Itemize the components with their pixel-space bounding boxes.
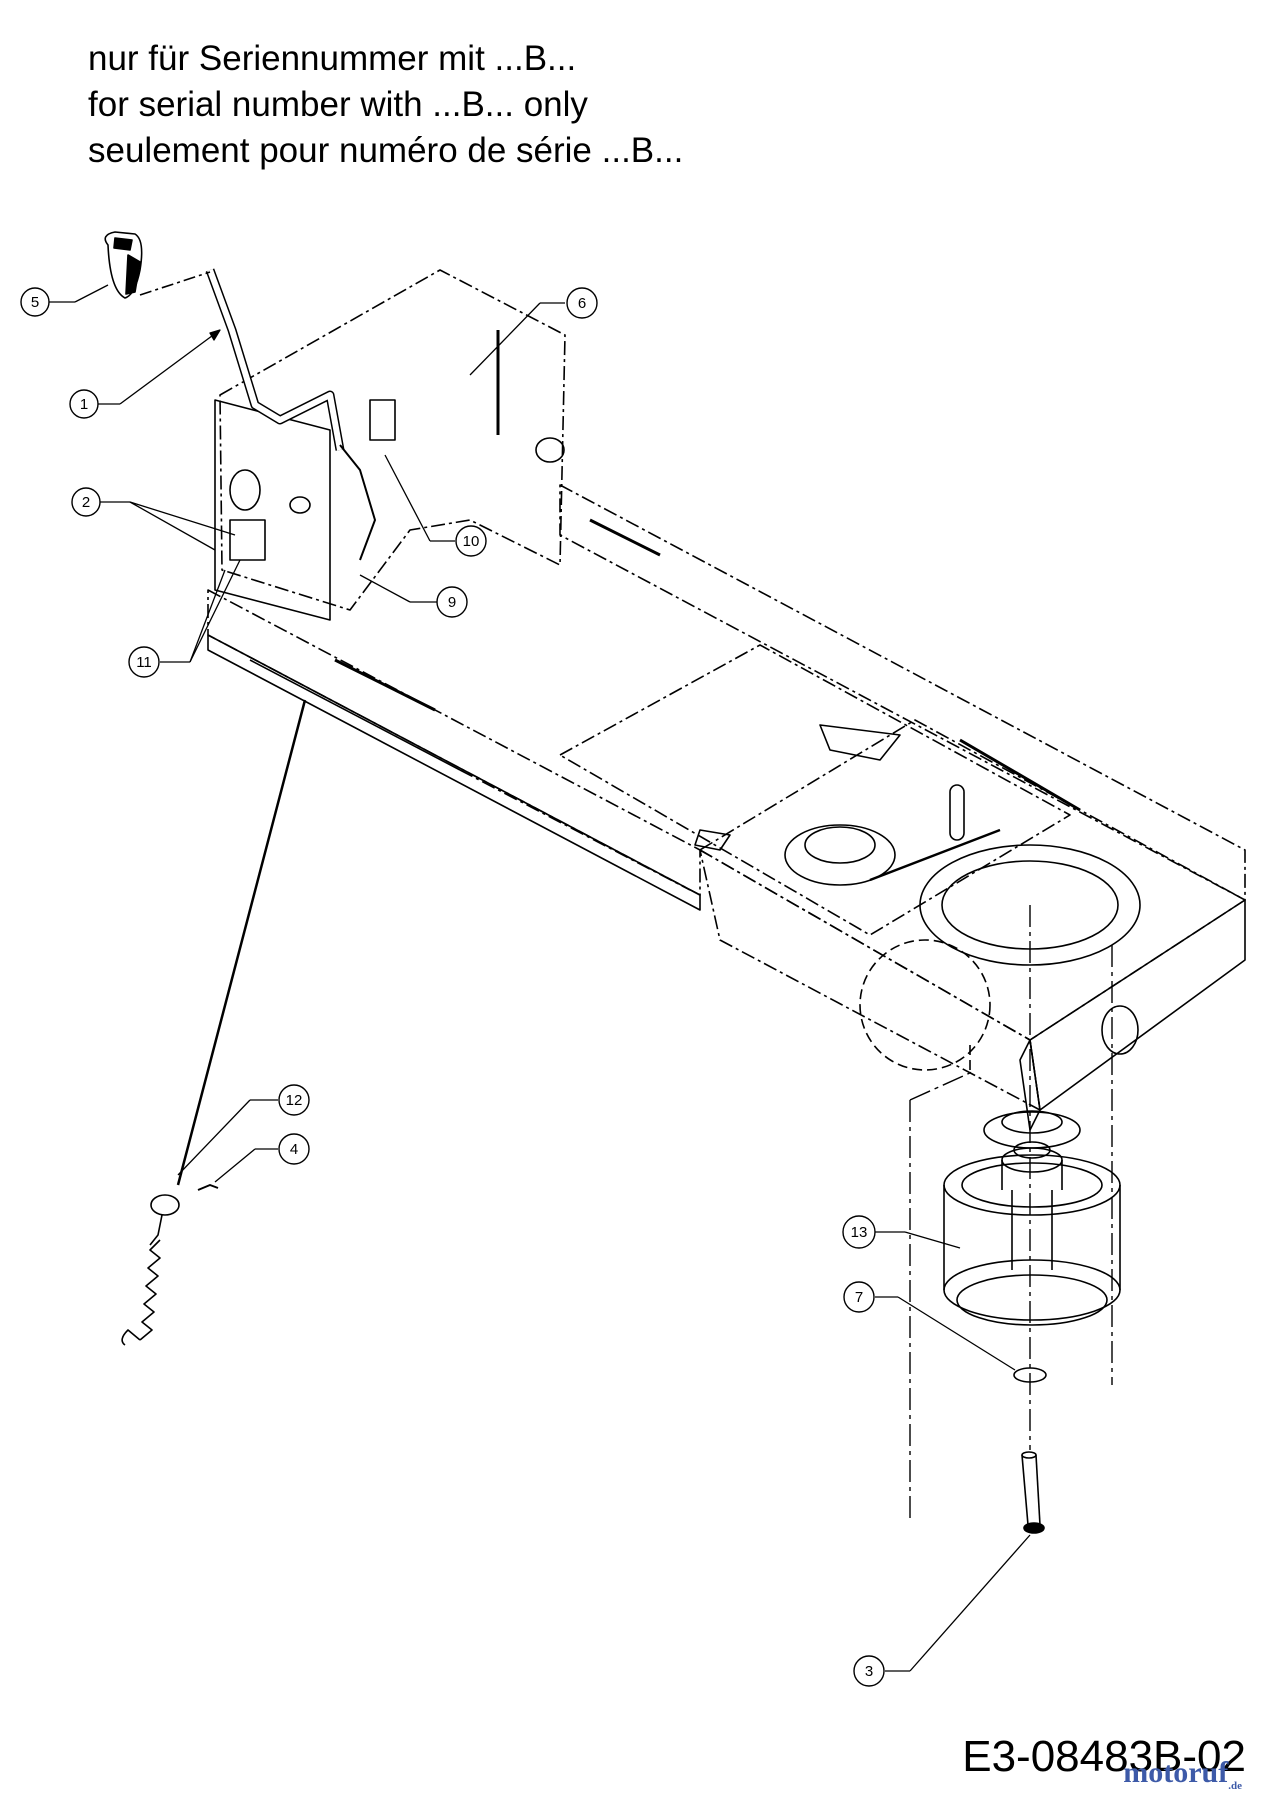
callout-5[interactable]: 5	[20, 287, 50, 317]
pulley	[943, 1110, 1121, 1326]
callout-13[interactable]: 13	[842, 1215, 876, 1249]
control-cable	[149, 699, 307, 1246]
serial-note-de: nur für Seriennummer mit ...B...	[88, 39, 577, 78]
chassis-frame	[207, 269, 1246, 1131]
callout-label: 4	[290, 1141, 298, 1158]
callout-1[interactable]: 1	[69, 389, 99, 419]
callout-label: 5	[31, 294, 39, 311]
callout-label: 6	[578, 295, 586, 312]
spring	[121, 1184, 219, 1346]
document-number: E3-08483B-02	[962, 1732, 1246, 1781]
callout-label: 2	[82, 494, 90, 511]
watermark-suffix: .de	[1228, 1780, 1242, 1792]
callout-6[interactable]: 9	[436, 586, 468, 618]
callout-label: 3	[865, 1663, 873, 1680]
callout-4[interactable]: 4	[278, 1133, 310, 1165]
watermark-logo: motoruf.de	[1123, 1756, 1242, 1792]
callout-label: 1	[80, 396, 88, 413]
callout-3[interactable]: 3	[853, 1655, 885, 1687]
lever-assembly	[104, 231, 396, 561]
callout-label: 11	[136, 654, 152, 671]
callout-label: 12	[286, 1092, 303, 1109]
serial-note: nur für Seriennummer mit ...B... for ser…	[88, 36, 683, 174]
callout-label: 7	[855, 1289, 863, 1306]
callout-10[interactable]: 10	[455, 525, 487, 557]
callout-label: 9	[448, 594, 456, 611]
callouts: 5 1 2 11 6 10 9 12	[20, 287, 885, 1687]
callout-label: 10	[463, 533, 480, 550]
serial-note-fr: seulement pour numéro de série ...B...	[88, 131, 684, 170]
callout-12[interactable]: 12	[278, 1084, 310, 1116]
callout-11[interactable]: 11	[128, 646, 160, 678]
callout-7[interactable]: 7	[843, 1281, 875, 1313]
callout-label: 13	[851, 1224, 868, 1241]
watermark-text: motoruf	[1123, 1756, 1229, 1789]
shift-knob	[104, 231, 211, 299]
callout-9[interactable]: 6	[566, 287, 598, 319]
callout-2[interactable]: 2	[71, 487, 101, 517]
leader-lines	[48, 284, 1031, 1672]
serial-note-en: for serial number with ...B... only	[88, 85, 588, 124]
assembly-lines	[909, 905, 1113, 1520]
pivot-pin	[1021, 1451, 1045, 1534]
